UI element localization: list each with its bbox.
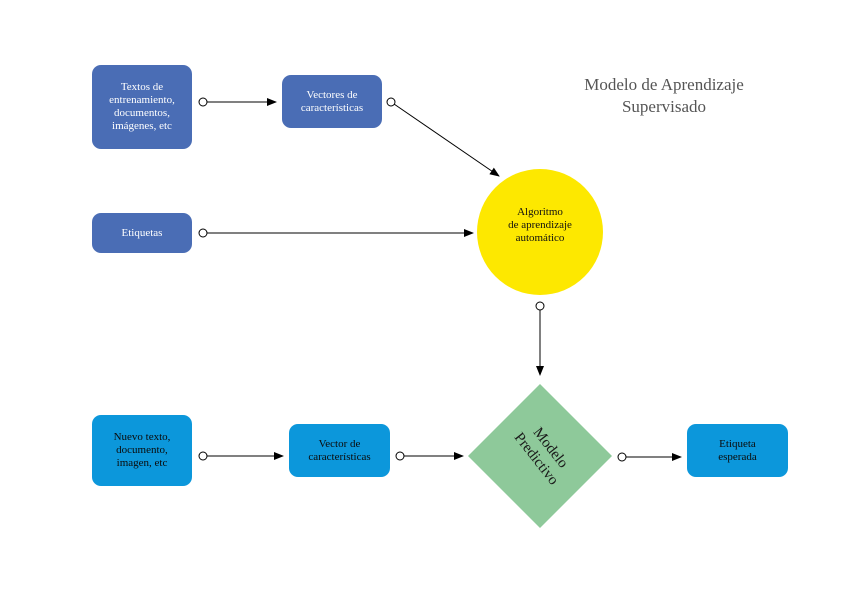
feature-vectors-label: Vectores de características — [300, 88, 364, 114]
feature-vector-box: Vector de características — [289, 424, 390, 477]
edge-algorithm-to-model — [535, 301, 545, 376]
model-diamond — [468, 384, 612, 528]
feature-vector-label: Vector de características — [308, 437, 371, 463]
edge-newtext-to-vector — [198, 451, 284, 461]
edge-training-to-vectors — [198, 97, 277, 107]
algorithm-label: Algoritmo de aprendizaje automático — [508, 206, 572, 244]
expected-label-box: Etiqueta esperada — [687, 424, 788, 477]
edge-vector-to-model — [395, 451, 464, 461]
training-texts-label: Textos de entrenamiento, documentos, imá… — [109, 81, 175, 132]
expected-label-label: Etiqueta esperada — [718, 437, 757, 463]
new-text-label: Nuevo texto, documento, imagen, etc — [113, 431, 171, 469]
training-texts-box: Textos de entrenamiento, documentos, imá… — [92, 65, 192, 149]
feature-vectors-box: Vectores de características — [282, 75, 382, 128]
algorithm-circle — [477, 169, 603, 295]
new-text-box: Nuevo texto, documento, imagen, etc — [92, 415, 192, 486]
labels-box: Etiquetas — [92, 213, 192, 253]
diagram-title: Modelo de Aprendizaje Supervisado — [584, 75, 744, 116]
labels-label: Etiquetas — [121, 226, 163, 239]
edge-labels-to-algorithm — [198, 228, 474, 238]
edge-vectors-to-algorithm — [386, 97, 500, 177]
edge-model-to-label — [617, 452, 682, 462]
